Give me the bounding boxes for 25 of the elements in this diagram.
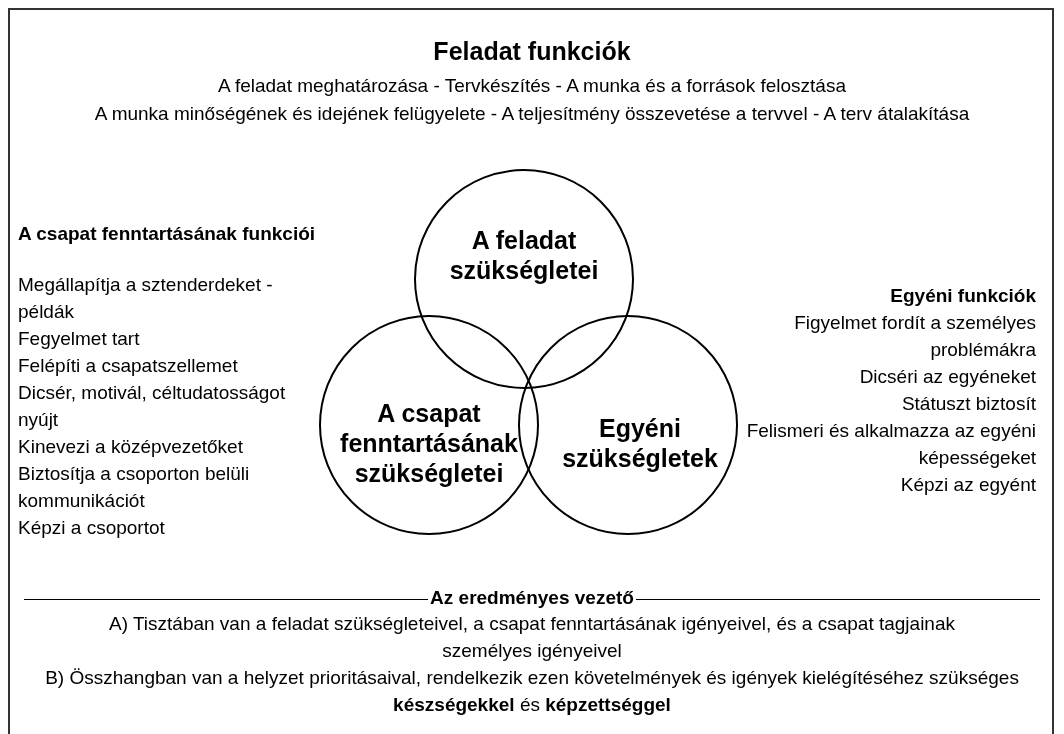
list-item: Felépíti a csapatszellemet — [18, 354, 238, 378]
list-item: Megállapítja a sztenderdeket - példák — [18, 273, 274, 324]
list-item: Dicsér, motivál, céltudatosságot nyújt — [18, 381, 287, 432]
venn-circle — [518, 315, 738, 535]
heading: Feladat funkciók — [432, 36, 632, 66]
venn-circle — [319, 315, 539, 535]
list-item: Figyelmet fordít a személyes problémákra — [793, 311, 1036, 362]
heading: A csapat fenntartásának funkciói — [18, 222, 316, 246]
paragraph: A) Tisztában van a feladat szükségleteivel, a csapat fenntartásának igényeivel, és a csapat tagjainak személyes igényeivel — [108, 612, 956, 663]
circle-label: A csapat fenntartásának szükségletei — [339, 398, 519, 488]
list-item: Képzi a csoportot — [18, 516, 165, 540]
list-item: Fegyelmet tart — [18, 327, 140, 351]
list-item: Státuszt biztosít — [901, 392, 1036, 416]
paragraph: B) Összhangban van a helyzet prioritásaival, rendelkezik ezen követelmények és igények kielégítéséhez szükséges készségekkel és képzettséggel — [44, 666, 1020, 717]
line: A feladat meghatározása - Tervkészítés - A munka és a források felosztása — [218, 74, 846, 98]
list-item: Dicséri az egyéneket — [859, 365, 1036, 389]
list-item: Biztosítja a csoporton belüli kommunikációt — [18, 462, 251, 513]
list-item: Képzi az egyént — [900, 473, 1036, 497]
venn-circle — [414, 169, 634, 389]
list-item: Kinevezi a középvezetőket — [18, 435, 243, 459]
circle-label: Egyéni szükségletek — [561, 413, 719, 473]
line: A munka minőségének és idejének felügyelete - A teljesítmény összevetése a tervvel - A terv átalakítása — [94, 102, 970, 126]
list-item: Felismeri és alkalmazza az egyéni képességeket — [745, 419, 1036, 470]
heading: Egyéni funkciók — [890, 284, 1036, 308]
circle-label: A feladat szükségletei — [448, 225, 600, 285]
